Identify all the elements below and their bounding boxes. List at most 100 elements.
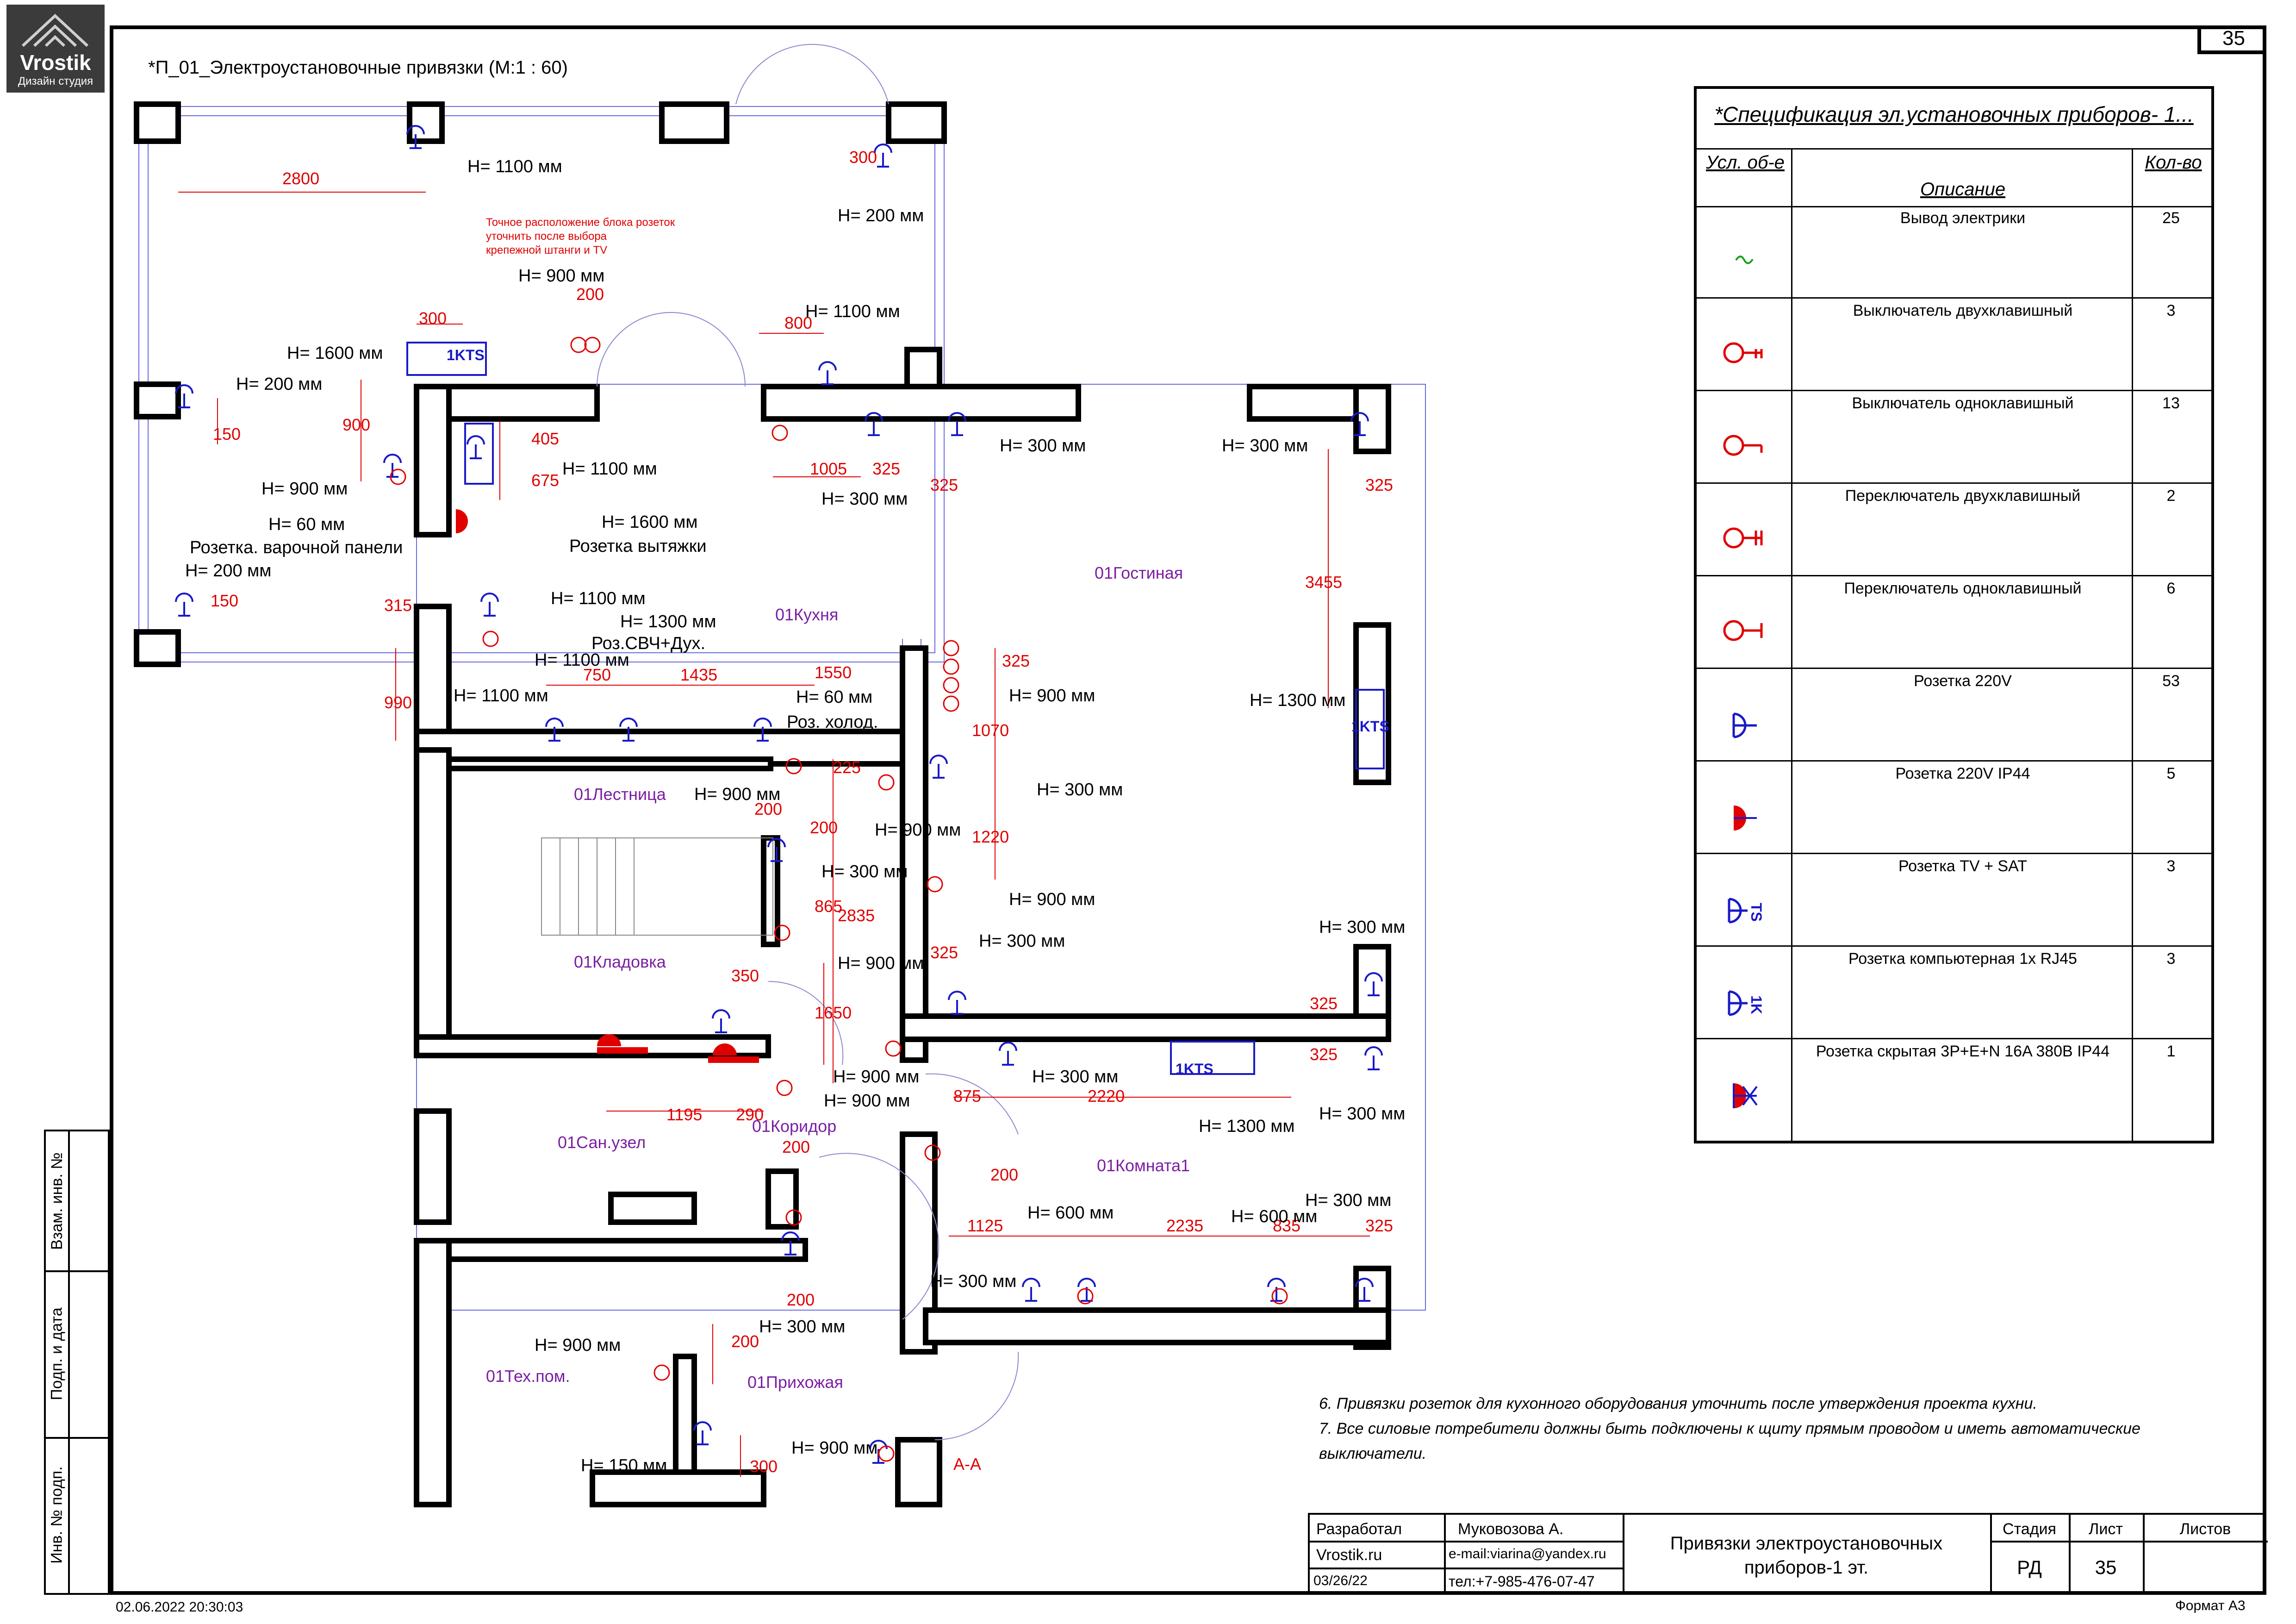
dim-675: 675 — [531, 471, 559, 490]
label-h200-top: H= 200 мм — [838, 206, 924, 225]
tv-sat-symbol-text: TS — [1748, 903, 1765, 922]
dim-315: 315 — [384, 596, 412, 615]
dim-2835: 2835 — [838, 906, 875, 925]
multi-socket-boxes — [406, 342, 1385, 1075]
label-h1100-c: H= 1100 мм — [562, 459, 657, 479]
label-h600-a: H= 600 мм — [1027, 1203, 1114, 1223]
tb-divider — [2143, 1515, 2145, 1593]
dim-325-h: 325 — [1365, 1216, 1393, 1235]
tb-email: e-mail:viarina@yandex.ru — [1449, 1546, 1606, 1562]
label-h60: H= 60 мм — [268, 515, 345, 534]
dim-325-e: 325 — [930, 943, 958, 962]
spec-qty: 53 — [2162, 672, 2180, 690]
label-h300-h: H= 300 мм — [1032, 1067, 1118, 1087]
sheet-number: 35 — [2197, 25, 2266, 54]
spec-row: Переключатель одноклавишный 6 — [1697, 575, 2211, 669]
label-h900-c: H= 900 мм — [1009, 686, 1095, 706]
stairs — [541, 837, 773, 936]
tb-developer-label: Разработал — [1316, 1520, 1402, 1538]
note-line: выключатели. — [1319, 1445, 1427, 1462]
stamp-label: Инв. № подп. — [48, 1466, 66, 1564]
tb-divider — [1990, 1541, 2268, 1543]
spec-row: Переключатель двухклавишный 2 — [1697, 482, 2211, 576]
print-timestamp: 02.06.2022 20:30:03 — [116, 1599, 243, 1615]
tb-phone: тел:+7-985-476-07-47 — [1449, 1573, 1595, 1590]
tb-developer-name: Муковозова А. — [1458, 1520, 1564, 1538]
spec-qty: 5 — [2166, 765, 2176, 782]
label-h300-l: H= 300 мм — [759, 1317, 845, 1337]
dim-325-b: 325 — [930, 475, 958, 494]
stamp-row: Взам. инв. № — [46, 1131, 108, 1272]
dimension-values: 2800 300 800 300 200 900 150 405 675 100… — [211, 148, 1393, 1476]
tb-site: Vrostik.ru — [1316, 1546, 1382, 1564]
label-rozetka-varochn: Розетка. варочной панели — [190, 538, 403, 557]
dim-200-d: 200 — [782, 1137, 810, 1156]
floor-plan: 2800 300 800 300 200 900 150 405 675 100… — [134, 44, 1426, 1507]
label-h300-i: H= 300 мм — [1319, 1104, 1405, 1124]
socket-rj45-icon: 1K — [1728, 990, 1765, 1016]
dimension-lines — [178, 192, 1370, 1477]
dim-405: 405 — [531, 429, 559, 448]
dim-225: 225 — [833, 758, 861, 777]
label-h60-b: H= 60 мм — [796, 687, 872, 707]
spec-col-divider — [1791, 148, 1792, 1141]
label-h900-b: H= 900 мм — [261, 479, 348, 499]
tb-divider — [1310, 1541, 1623, 1543]
spec-header-desc: Описание — [1920, 179, 2006, 200]
label-h200-left: H= 200 мм — [236, 375, 322, 394]
switch-symbols — [390, 337, 1288, 1462]
dim-1435: 1435 — [680, 665, 717, 684]
spec-qty: 13 — [2162, 394, 2180, 412]
label-roz-holod: Роз. холод. — [787, 712, 878, 732]
room-living: 01Гостиная — [1095, 563, 1183, 582]
spec-qty: 3 — [2166, 950, 2176, 968]
label-h300-a: H= 300 мм — [1000, 436, 1086, 456]
tb-divider — [1310, 1568, 1623, 1569]
title-block: Разработал Муковозова А. Vrostik.ru e-ma… — [1308, 1513, 2268, 1595]
spec-desc: Переключатель одноклавишный — [1844, 580, 2082, 597]
label-h900-g: H= 900 мм — [838, 954, 924, 973]
label-h300-c: H= 300 мм — [1222, 436, 1308, 456]
dim-325-g: 325 — [1310, 1045, 1338, 1064]
dim-200-c: 200 — [810, 818, 838, 837]
room-tech: 01Тех.пом. — [486, 1367, 570, 1386]
dim-200-g: 200 — [731, 1332, 759, 1351]
tb-date: 03/26/22 — [1313, 1573, 1368, 1588]
tb-stage: РД — [2017, 1556, 2042, 1578]
spec-row: Выключатель двухклавишный 3 — [1697, 297, 2211, 391]
spec-qty: 1 — [2166, 1043, 2176, 1060]
label-h300-k: H= 300 мм — [930, 1272, 1016, 1291]
label-h1300-c: H= 1300 мм — [1199, 1117, 1295, 1136]
label-h300-g: H= 300 мм — [1319, 918, 1405, 937]
socket-380v-icon — [1733, 1083, 1758, 1108]
stamp-row: Подп. и дата — [46, 1270, 108, 1439]
socket-220v-icon — [1732, 712, 1757, 738]
red-note-line-1: Точное расположение блока розеток — [486, 216, 675, 229]
label-h1100-f: H= 1100 мм — [454, 686, 548, 706]
room-bedroom1: 01Комната1 — [1097, 1156, 1190, 1175]
dim-300-b: 300 — [849, 148, 877, 167]
note-line: 7. Все силовые потребители должны быть п… — [1319, 1420, 2140, 1437]
label-h1100-b: H= 1100 мм — [805, 302, 900, 321]
format-label: Формат А3 — [2175, 1598, 2246, 1613]
tv-box-label-1: 1KTS — [447, 347, 485, 363]
tb-title-line-2: приборов-1 эт. — [1744, 1557, 1869, 1578]
height-labels: H= 1100 мм H= 200 мм Точное расположение… — [185, 157, 1405, 1475]
dim-1125: 1125 — [967, 1216, 1003, 1235]
label-h300-f: H= 300 мм — [979, 931, 1065, 951]
label-h1600: H= 1600 мм — [287, 344, 383, 363]
ip44-sockets — [456, 509, 759, 1063]
sheet-frame — [110, 25, 2266, 1595]
tb-stage-label: Стадия — [2003, 1520, 2056, 1538]
label-h200-c: H= 200 мм — [185, 561, 271, 581]
spec-row: TS Розетка TV + SAT 3 — [1697, 853, 2211, 947]
spec-qty: 25 — [2162, 209, 2180, 227]
label-h1300: H= 1300 мм — [620, 612, 716, 631]
dim-350: 350 — [731, 966, 759, 985]
tb-divider — [1444, 1515, 1446, 1593]
spec-desc: Выключатель двухклавишный — [1853, 302, 2073, 319]
logo-subtitle: Дизайн студия — [18, 75, 93, 87]
dim-750: 750 — [583, 665, 611, 684]
note-line: 6. Привязки розеток для кухонного оборуд… — [1319, 1395, 2037, 1412]
spec-row: Вывод электрики 25 — [1697, 205, 2211, 299]
